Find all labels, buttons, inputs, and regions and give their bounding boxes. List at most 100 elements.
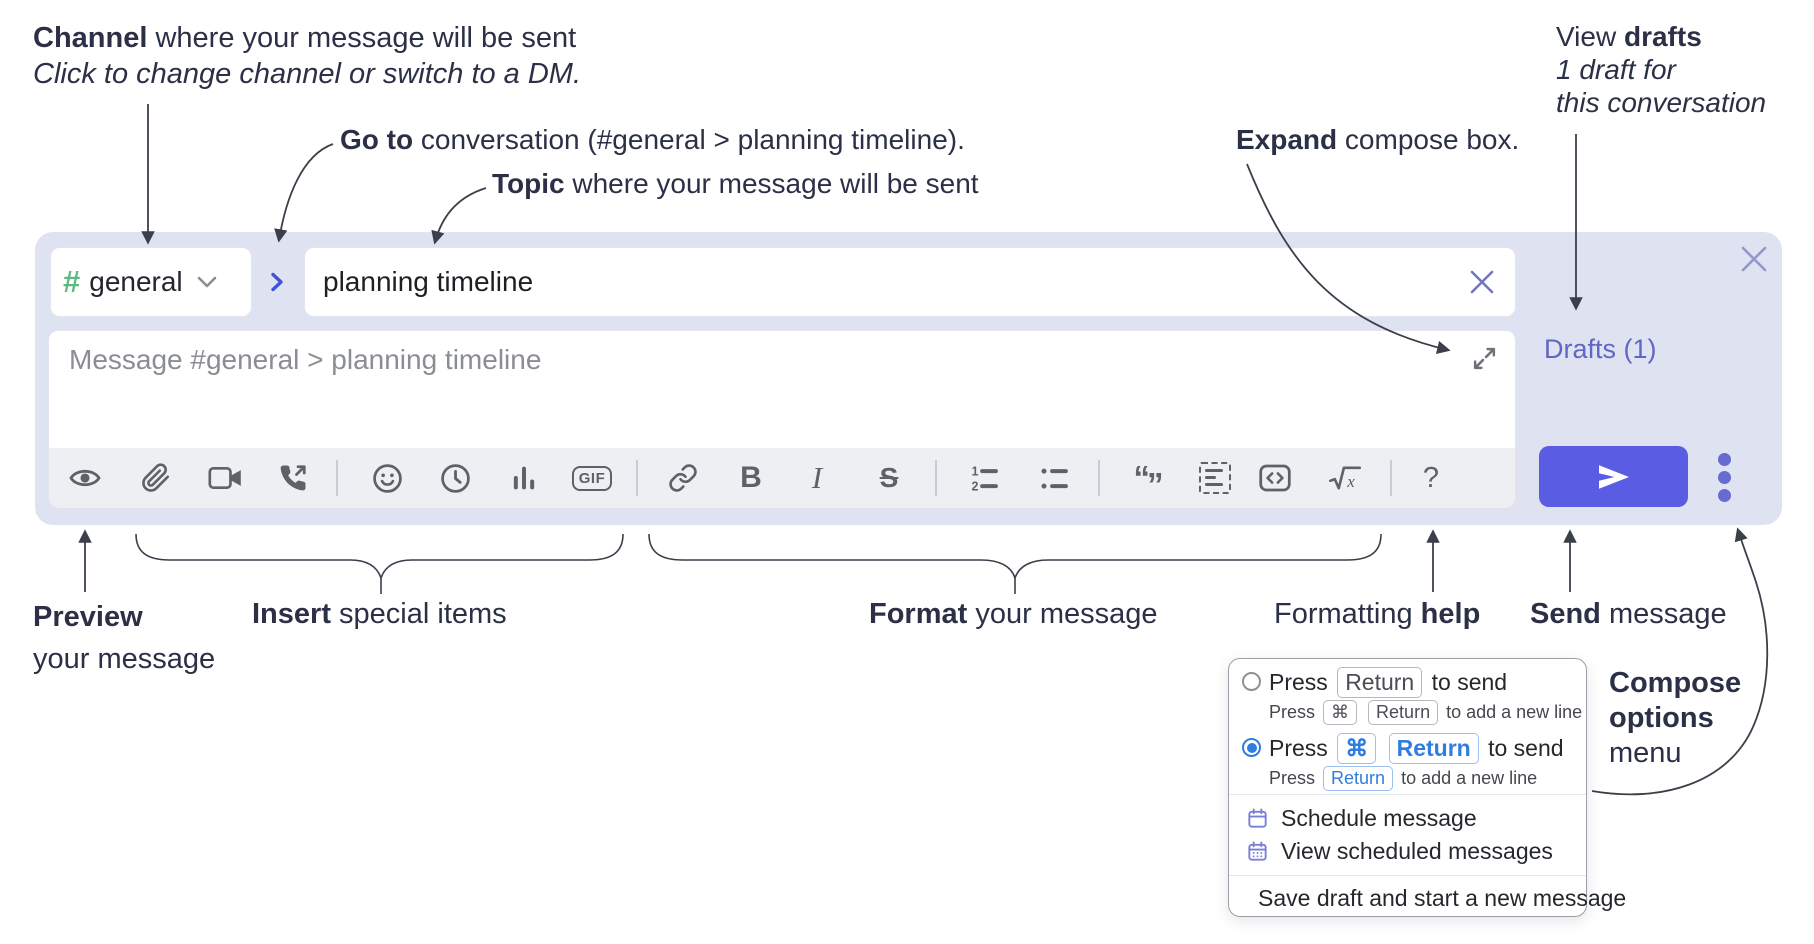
video-button[interactable] — [203, 456, 247, 500]
format-brace — [648, 533, 1382, 581]
eye-icon — [69, 469, 101, 487]
emoji-button[interactable] — [365, 456, 409, 500]
format-annotation: Format your message — [869, 598, 1158, 630]
link-icon — [669, 464, 697, 492]
return-keycap: Return — [1388, 733, 1479, 764]
quote-button[interactable]: “” — [1125, 456, 1169, 503]
attach-paperclip-button[interactable] — [134, 456, 178, 500]
formatting-help-annotation: Formatting help — [1274, 598, 1481, 630]
gif-button[interactable]: GIF — [570, 456, 614, 500]
quote-block-icon — [1199, 462, 1231, 494]
menu-divider — [1229, 875, 1586, 876]
topic-input[interactable]: planning timeline — [304, 247, 1516, 317]
channel-selector[interactable]: # general — [50, 247, 252, 317]
gif-icon: GIF — [571, 465, 613, 491]
call-button[interactable] — [271, 456, 315, 500]
view-drafts-annotation: View drafts 1 draft for this conversatio… — [1556, 21, 1767, 118]
toolbar-divider — [636, 460, 638, 496]
clear-topic-button[interactable] — [1467, 267, 1497, 297]
bar-chart-icon — [513, 466, 535, 490]
svg-text:2: 2 — [972, 480, 979, 494]
menu-item-save-draft[interactable]: Save draft and start a new message — [1229, 882, 1626, 915]
menu-divider — [1229, 794, 1586, 795]
radio-return-to-send[interactable] — [1242, 672, 1261, 691]
send-annotation: Send message — [1530, 598, 1727, 630]
topic-value: planning timeline — [323, 266, 534, 297]
send-button[interactable] — [1539, 446, 1688, 507]
sqrt-icon: x — [1328, 466, 1362, 491]
option-return-subtext: Press ⌘ Return to add a new line — [1269, 700, 1582, 725]
quote-icon: “” — [1133, 459, 1164, 503]
channel-annotation-bold: Channel — [33, 22, 148, 54]
return-keycap: Return — [1368, 700, 1439, 725]
paperclip-icon — [142, 463, 170, 492]
poll-button[interactable] — [502, 456, 546, 500]
insert-annotation: Insert special items — [252, 598, 507, 630]
code-icon — [1259, 464, 1291, 492]
code-button[interactable] — [1253, 456, 1297, 500]
menu-item-schedule-message[interactable]: Schedule message — [1229, 802, 1586, 835]
channel-annotation-sub: Click to change channel or switch to a D… — [33, 58, 582, 90]
drafts-link[interactable]: Drafts (1) — [1544, 334, 1657, 364]
channel-annotation: Channel where your message will be sent … — [33, 22, 582, 90]
option-return-to-send[interactable]: Press Return to send — [1269, 667, 1507, 698]
chevron-right-icon — [270, 272, 283, 292]
ordered-list-icon: 1 2 — [972, 465, 998, 494]
formatting-help-button[interactable]: ? — [1409, 456, 1453, 500]
toolbar-divider — [1098, 460, 1100, 496]
compose-options-menu: Press Return to send Press ⌘ Return to a… — [1228, 658, 1626, 917]
radio-cmd-return-to-send[interactable] — [1242, 738, 1261, 757]
goto-annotation: Go to conversation (#general > planning … — [340, 124, 965, 155]
phone-call-icon — [280, 465, 306, 491]
cmd-keycap: ⌘ — [1323, 700, 1358, 725]
close-icon — [1741, 246, 1767, 272]
chevron-down-icon — [197, 276, 216, 288]
goto-conversation-button[interactable] — [258, 263, 296, 301]
cmd-keycap: ⌘ — [1337, 733, 1377, 764]
formula-button[interactable]: x — [1323, 456, 1367, 500]
channel-name: general — [89, 266, 183, 297]
video-camera-icon — [208, 466, 241, 490]
svg-text:x: x — [1346, 472, 1355, 491]
message-input[interactable]: Message #general > planning timeline — [48, 330, 1516, 508]
send-icon — [1598, 464, 1629, 489]
quote-block-button[interactable] — [1193, 456, 1237, 500]
topic-annotation: Topic where your message will be sent — [492, 168, 979, 199]
compose-options-annotation: Compose options menu — [1609, 667, 1742, 769]
expand-annotation: Expand compose box. — [1236, 124, 1520, 155]
preview-annotation: Preview your message — [33, 601, 216, 675]
bold-button[interactable]: B — [729, 456, 773, 500]
ordered-list-button[interactable]: 1 2 — [962, 456, 1006, 500]
svg-text:1: 1 — [972, 465, 979, 479]
strikethrough-button[interactable]: S — [867, 456, 911, 500]
preview-eye-button[interactable] — [63, 456, 107, 500]
emoji-smiley-icon — [372, 463, 402, 493]
calendar-grid-icon — [1248, 841, 1267, 861]
bold-icon: B — [740, 461, 762, 494]
clock-icon — [440, 463, 470, 493]
compose-box: # general planning timeline — [35, 232, 1782, 525]
bulleted-list-icon — [1041, 468, 1068, 489]
italic-icon: I — [811, 460, 823, 495]
message-placeholder: Message #general > planning timeline — [69, 344, 542, 375]
menu-item-view-scheduled[interactable]: View scheduled messages — [1229, 835, 1586, 868]
compose-toolbar: GIF B I S — [49, 448, 1515, 508]
option-cmd-return-subtext: Press Return to add a new line — [1269, 766, 1537, 791]
return-keycap: Return — [1323, 766, 1394, 791]
strikethrough-icon: S — [879, 462, 899, 493]
expand-icon — [1473, 347, 1495, 369]
toolbar-divider — [1390, 460, 1392, 496]
link-button[interactable] — [661, 456, 705, 500]
italic-button[interactable]: I — [795, 456, 839, 500]
close-compose-button[interactable] — [1733, 238, 1775, 280]
expand-compose-button[interactable] — [1467, 341, 1501, 375]
option-cmd-return-to-send[interactable]: Press ⌘ Return to send — [1269, 733, 1564, 764]
channel-hash-icon: # — [63, 264, 81, 299]
recent-clock-button[interactable] — [433, 456, 477, 500]
dot — [1717, 452, 1731, 466]
compose-options-button[interactable] — [1704, 448, 1744, 506]
toolbar-divider — [935, 460, 937, 496]
bulleted-list-button[interactable] — [1032, 456, 1076, 500]
insert-brace — [135, 533, 624, 581]
